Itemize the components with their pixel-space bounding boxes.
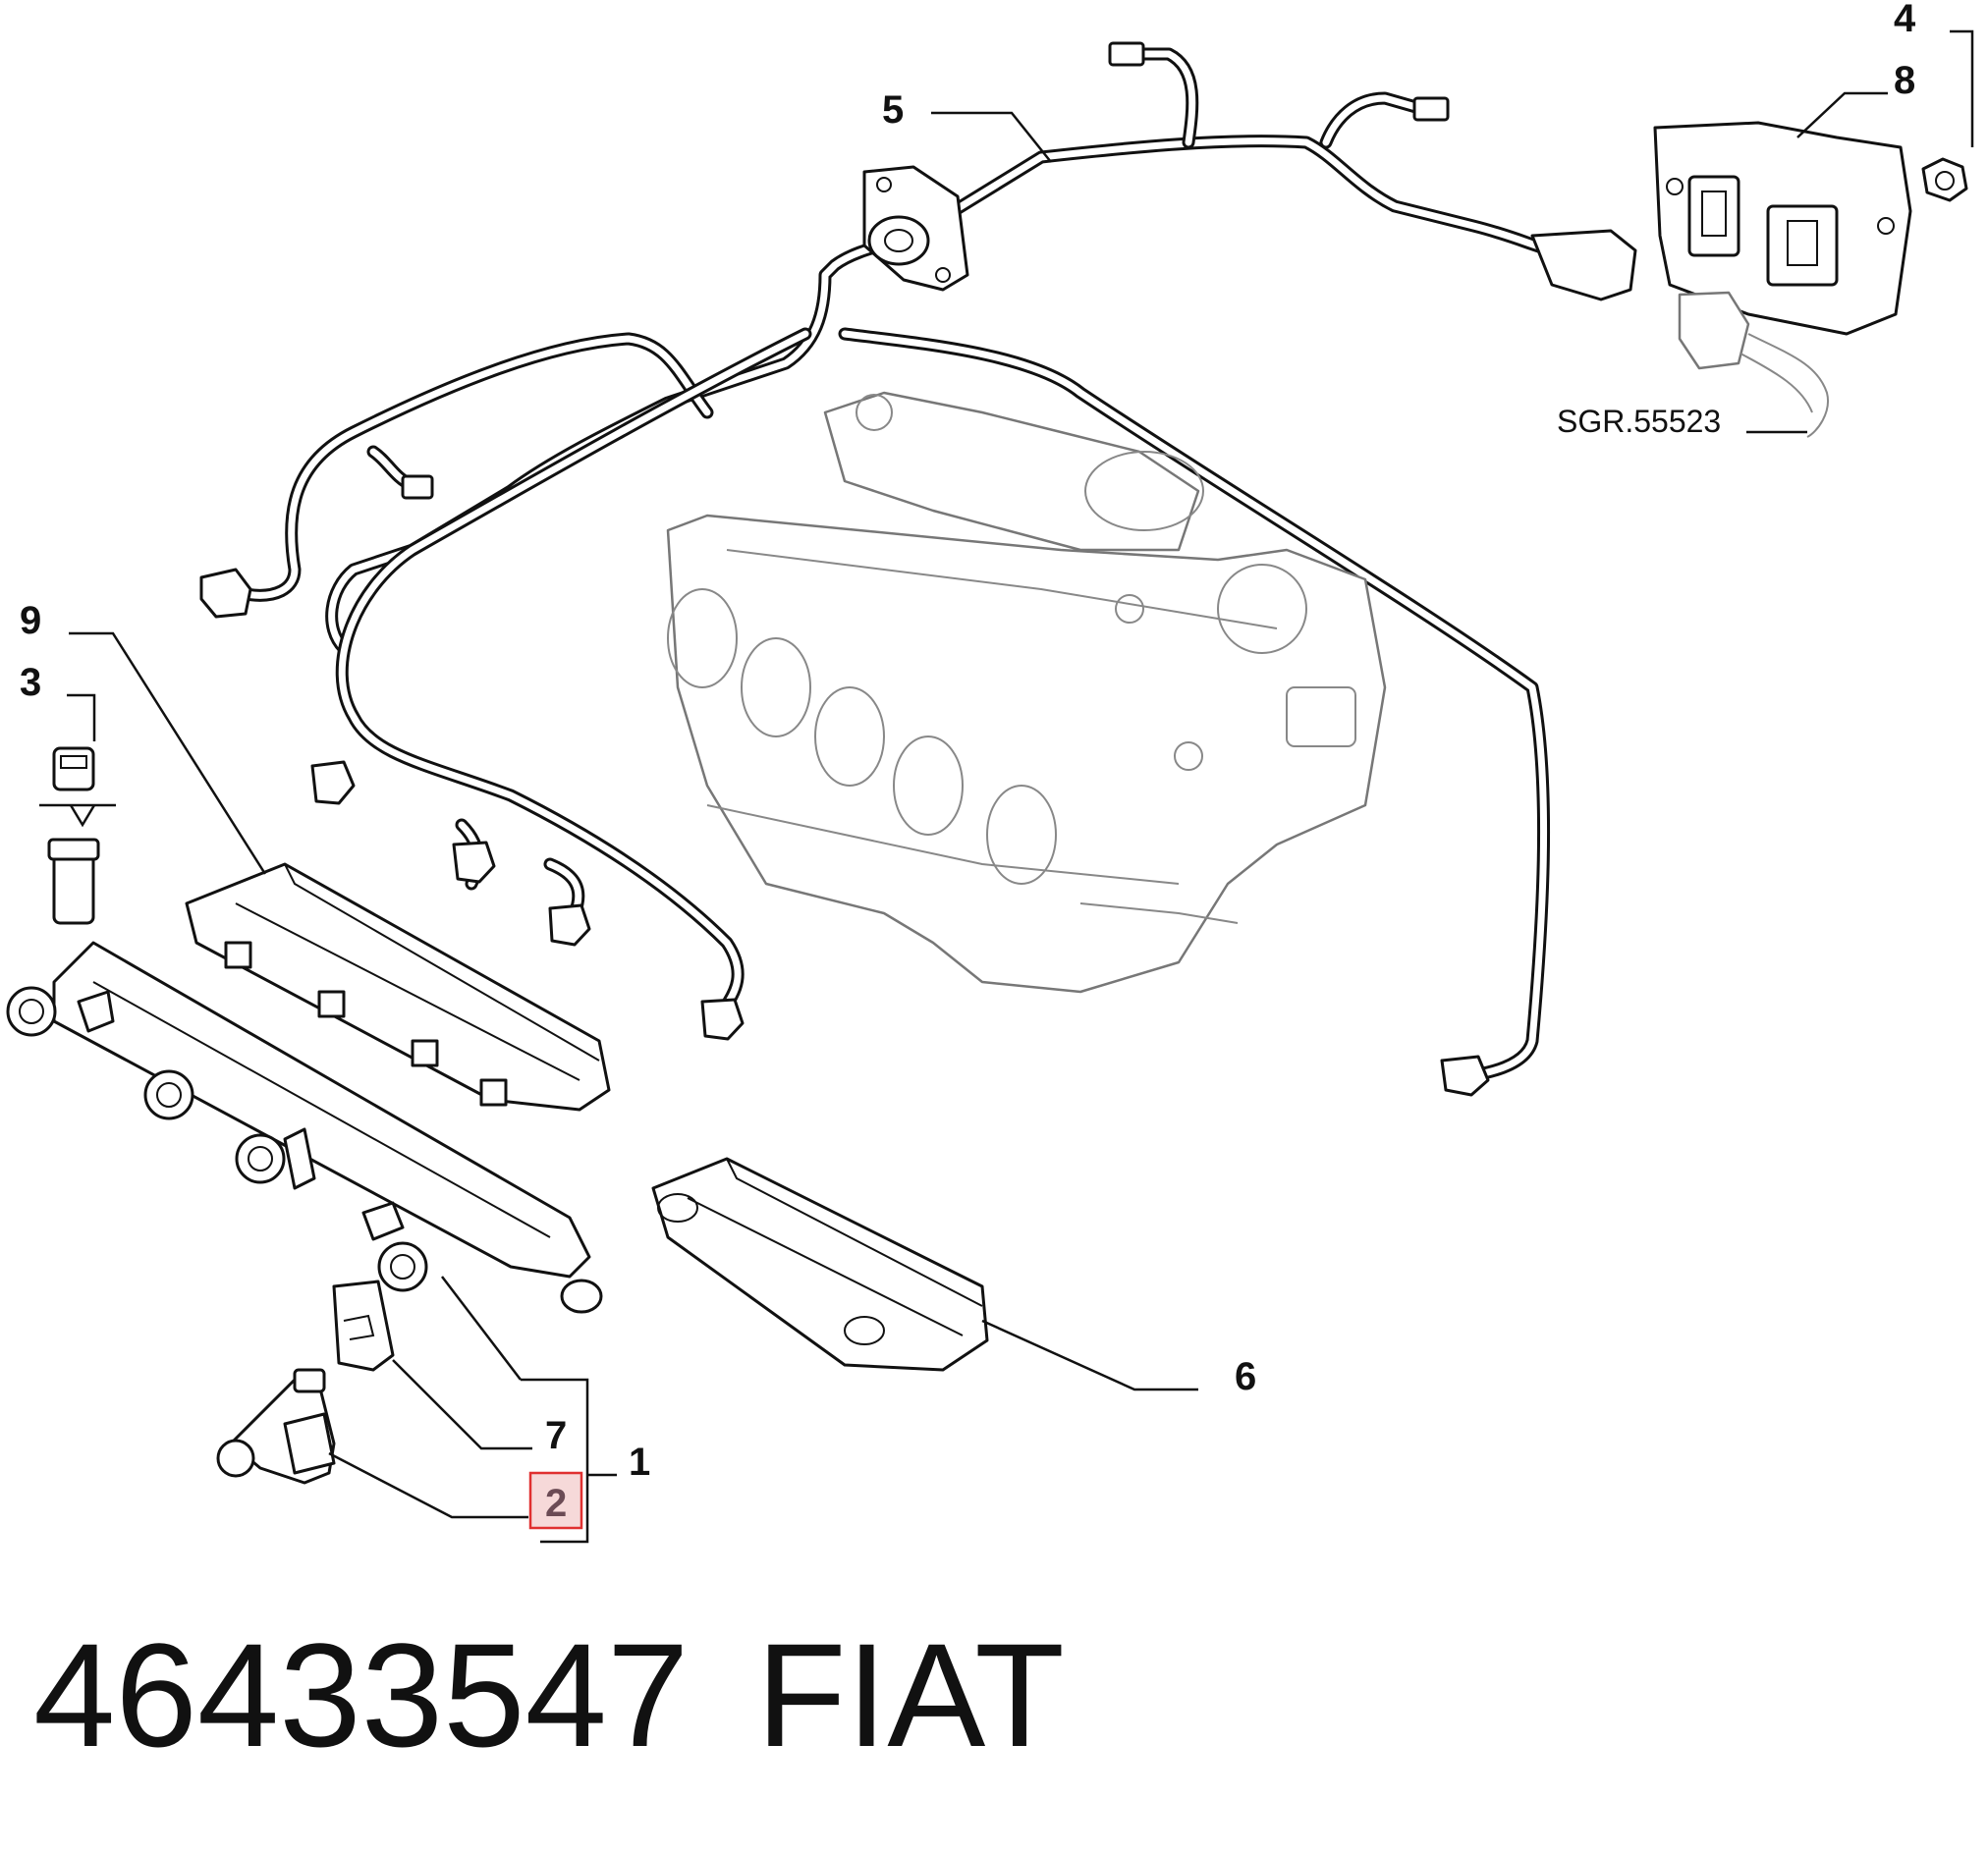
- callout-3: 3: [20, 661, 41, 704]
- callout-2: 2: [545, 1482, 567, 1525]
- nut[interactable]: [1921, 157, 1968, 202]
- wiring-harness[interactable]: [199, 41, 1637, 1097]
- control-unit[interactable]: [1653, 121, 1912, 336]
- callout-4: 4: [1894, 0, 1916, 40]
- callout-1: 1: [629, 1441, 650, 1484]
- clip[interactable]: [332, 1280, 395, 1372]
- callout-6: 6: [1235, 1355, 1256, 1398]
- callout-5: 5: [882, 88, 904, 132]
- callout-labels: 5 4 8 9 3 6 7 1 2: [20, 0, 1916, 1530]
- leader-lines: [39, 29, 1974, 1544]
- fuel-rail-cover-lower[interactable]: [651, 1157, 989, 1372]
- fuel-rail-cover-upper[interactable]: [185, 862, 611, 1112]
- fuel-rail[interactable]: [6, 838, 603, 1314]
- callout-2-highlight[interactable]: 2: [528, 1471, 583, 1530]
- reference-code: SGR.55523: [1557, 404, 1721, 439]
- highlight-box: [528, 1471, 583, 1530]
- callout-8: 8: [1894, 59, 1915, 102]
- brand-name: FIAT: [756, 1612, 1065, 1777]
- injector[interactable]: [216, 1368, 336, 1485]
- callout-7: 7: [545, 1414, 567, 1457]
- cap[interactable]: [52, 746, 95, 791]
- callout-9: 9: [20, 599, 41, 642]
- intake-manifold[interactable]: [666, 391, 1387, 994]
- part-number: 46433547: [33, 1612, 689, 1777]
- connector-reference[interactable]: [1678, 291, 1829, 438]
